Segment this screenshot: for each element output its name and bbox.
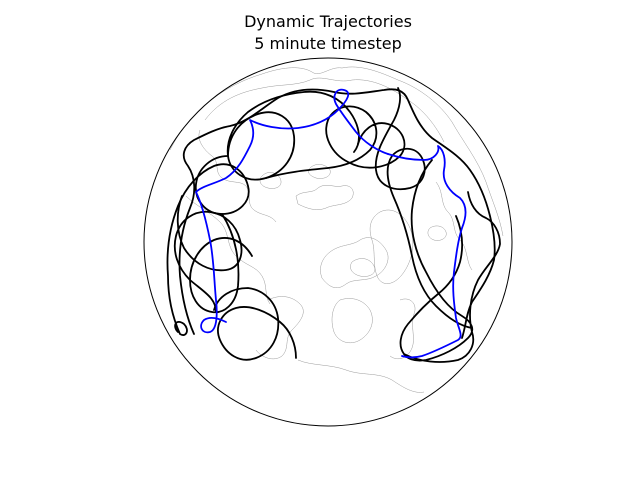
coastline-hudson (331, 298, 373, 343)
map-globe (143, 57, 513, 427)
globe-background (144, 58, 512, 426)
globe-boundary (143, 57, 513, 427)
title-line-2: 5 minute timestep (254, 34, 402, 53)
trajectories (166, 87, 501, 363)
trajectory-5 (213, 287, 297, 361)
trajectory-1 (166, 155, 250, 336)
trajectory-9b (399, 215, 463, 355)
trajectory-3 (173, 195, 243, 313)
coastline-svalbard (259, 172, 282, 189)
coastline-north-america (297, 359, 425, 393)
coastline-north-rim (169, 66, 504, 237)
trajectory-2 (178, 88, 496, 339)
coastline-iceland (427, 225, 447, 241)
coastline-franz-josef (308, 164, 331, 179)
coastline-west (198, 129, 277, 223)
trajectory-7 (265, 105, 406, 179)
coastlines (169, 66, 504, 393)
coastline-arctic-islands (295, 185, 354, 210)
coastline-greenland (369, 209, 414, 284)
trajectory-6 (226, 90, 360, 181)
trajectory-8 (374, 87, 473, 329)
title-line-1: Dynamic Trajectories (244, 12, 412, 31)
coastline-east (435, 181, 473, 271)
trajectory-11 (387, 145, 467, 359)
coastline-archipelago-2 (350, 258, 376, 277)
coastline-archipelago (320, 237, 389, 288)
coastline-siberia (185, 195, 271, 305)
coastline-labrador (389, 298, 416, 359)
coastline-north-inner (204, 77, 445, 143)
trajectory-4 (189, 213, 253, 314)
trajectory-10 (195, 88, 389, 334)
coastline-alaska (255, 296, 304, 360)
